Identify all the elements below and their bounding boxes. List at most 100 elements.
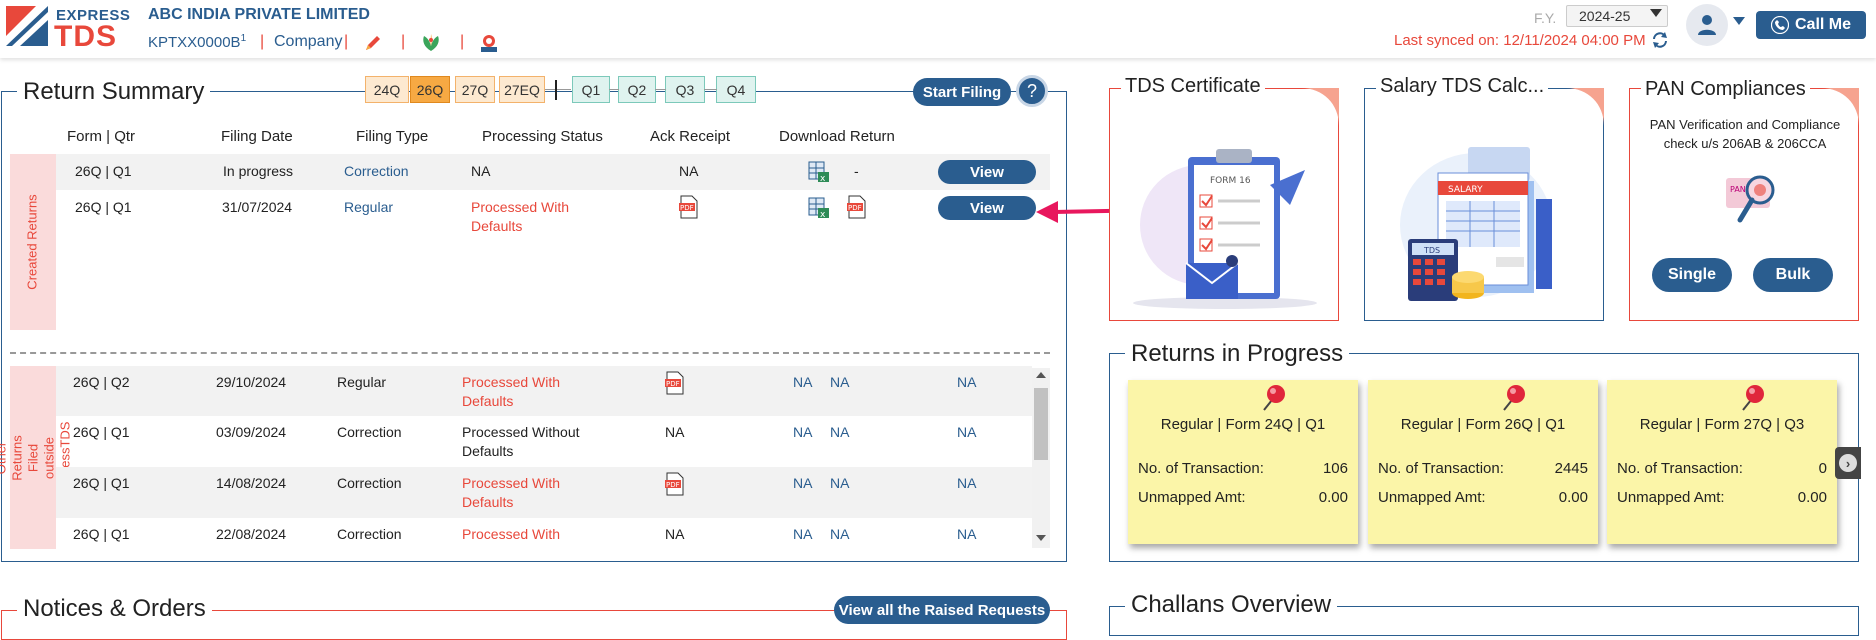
tan-number: KPTXX0000B1 (148, 33, 247, 51)
header-separator: | (260, 33, 265, 50)
scroll-up-icon[interactable] (1036, 372, 1046, 378)
txn-value: 0 (1818, 460, 1827, 477)
view-button[interactable]: View (938, 196, 1036, 220)
row-na-link[interactable]: NA (957, 424, 977, 440)
txn-value: 2445 (1554, 460, 1588, 477)
row-na-link[interactable]: NA (793, 526, 813, 542)
svg-text:x: x (820, 210, 826, 219)
single-button[interactable]: Single (1652, 258, 1732, 292)
pencil-icon[interactable] (364, 34, 382, 52)
pan-compliances-title: PAN Compliances (1641, 78, 1810, 101)
pdf-download-icon[interactable]: PDF (846, 195, 868, 219)
pdf-icon[interactable]: PDF (678, 195, 700, 219)
company-link[interactable]: Company (274, 33, 343, 50)
bulk-button[interactable]: Bulk (1753, 258, 1833, 292)
row-processing-status: Processed With (462, 526, 561, 542)
row-na-link[interactable]: NA (830, 475, 850, 491)
qtr-chip-q4[interactable]: Q4 (716, 76, 756, 103)
pdf-icon[interactable]: PDF (664, 371, 686, 395)
progress-card-26q[interactable]: Regular | Form 26Q | Q1 No. of Transacti… (1368, 380, 1598, 544)
excel-download-icon[interactable]: x (808, 197, 830, 219)
view-button[interactable]: View (938, 160, 1036, 184)
qtr-chip-q3[interactable]: Q3 (665, 76, 705, 103)
row-na-link[interactable]: NA (830, 374, 850, 390)
card-corner-icon (1821, 88, 1859, 126)
table-row: 26Q | Q1 In progress Correction NA NA x … (56, 154, 1050, 190)
avatar[interactable] (1686, 4, 1728, 46)
form-chip-24q[interactable]: 24Q (365, 76, 409, 103)
txn-label: No. of Transaction: (1617, 460, 1743, 477)
row-na-link[interactable]: NA (830, 424, 850, 440)
txn-value: 106 (1322, 460, 1348, 477)
row-ack-receipt: NA (665, 424, 685, 440)
unmapped-label: Unmapped Amt: (1617, 489, 1725, 506)
phone-icon (1770, 16, 1789, 34)
qtr-chip-q2[interactable]: Q2 (618, 76, 656, 103)
chip-divider (704, 89, 717, 90)
salary-text: SALARY (1448, 185, 1483, 195)
svg-text:x: x (820, 174, 826, 183)
call-me-button[interactable]: Call Me (1756, 11, 1866, 39)
carousel-next-button[interactable]: › (1835, 447, 1861, 479)
returns-in-progress-title: Returns in Progress (1125, 340, 1350, 368)
notices-title: Notices & Orders (17, 595, 212, 623)
col-form-qtr: Form | Qtr (67, 128, 136, 145)
svg-text:PDF: PDF (666, 380, 680, 388)
row-na-link[interactable]: NA (957, 526, 977, 542)
row-form-qtr: 26Q | Q1 (75, 163, 132, 179)
start-filing-button[interactable]: Start Filing (913, 78, 1011, 106)
salary-tds-calc-title: Salary TDS Calc... (1376, 75, 1549, 98)
row-na-link[interactable]: NA (957, 475, 977, 491)
unmapped-value: 0.00 (1797, 489, 1827, 506)
row-form-qtr: 26Q | Q1 (73, 424, 130, 440)
row-filing-date: In progress (223, 163, 294, 179)
col-download-return: Download Return (779, 128, 895, 145)
chip-separator (555, 80, 557, 100)
chevron-down-icon[interactable] (1650, 9, 1662, 17)
scroll-down-icon[interactable] (1036, 535, 1046, 541)
salary-illustration-icon: SALARY TDS (1400, 147, 1552, 301)
view-raised-requests-button[interactable]: View all the Raised Requests (834, 596, 1050, 624)
certificate-icon[interactable] (479, 33, 499, 53)
row-form-qtr: 26Q | Q2 (73, 374, 130, 390)
row-na-link[interactable]: NA (957, 374, 977, 390)
chevron-down-icon[interactable] (1733, 17, 1745, 25)
row-filing-date: 14/08/2024 (216, 475, 287, 491)
fy-label: F.Y. (1534, 10, 1557, 26)
row-na-link[interactable]: NA (793, 475, 813, 491)
pushpin-icon (1742, 385, 1764, 411)
qtr-chip-q1[interactable]: Q1 (572, 76, 610, 103)
table-row: 26Q | Q2 29/10/2024 Regular Processed Wi… (56, 366, 1032, 416)
form-chip-27q[interactable]: 27Q (455, 76, 495, 103)
created-returns-label: Created Returns (10, 154, 56, 330)
row-processing-status: Processed With Defaults (471, 199, 570, 234)
help-icon[interactable]: ? (1016, 75, 1048, 107)
row-na-link[interactable]: NA (793, 424, 813, 440)
row-na-link[interactable]: NA (793, 374, 813, 390)
pdf-icon[interactable]: PDF (664, 472, 686, 496)
progress-card-title: Regular | Form 24Q | Q1 (1160, 416, 1326, 433)
leaf-icon[interactable] (420, 33, 442, 53)
row-filing-type: Correction (344, 163, 409, 179)
svg-text:PDF: PDF (666, 481, 680, 489)
row-na-link[interactable]: NA (830, 526, 850, 542)
fy-select[interactable]: 2024-25 (1566, 5, 1668, 27)
scrollbar-thumb[interactable] (1034, 388, 1048, 460)
last-synced-text: Last synced on: 12/11/2024 04:00 PM (1394, 32, 1646, 49)
tds-certificate-title: TDS Certificate (1121, 75, 1265, 98)
row-ack-receipt: NA (679, 163, 699, 179)
form-chip-26q[interactable]: 26Q (410, 76, 450, 103)
excel-download-icon[interactable]: x (808, 161, 830, 183)
row-form-qtr: 26Q | Q1 (75, 199, 132, 215)
pan-magnifier-icon: PAN (1726, 175, 1775, 223)
progress-card-27q[interactable]: Regular | Form 27Q | Q3 No. of Transacti… (1607, 380, 1837, 544)
progress-card-24q[interactable]: Regular | Form 24Q | Q1 No. of Transacti… (1128, 380, 1358, 544)
row-ack-receipt: NA (665, 526, 685, 542)
card-corner-icon (1566, 88, 1604, 126)
form-chip-27eq[interactable]: 27EQ (499, 76, 545, 103)
sync-icon[interactable] (1650, 30, 1670, 50)
row-processing-status: NA (471, 163, 491, 179)
return-summary-title: Return Summary (17, 78, 211, 106)
row-processing-status: Processed With Defaults (462, 374, 561, 409)
col-filing-date: Filing Date (221, 128, 293, 145)
